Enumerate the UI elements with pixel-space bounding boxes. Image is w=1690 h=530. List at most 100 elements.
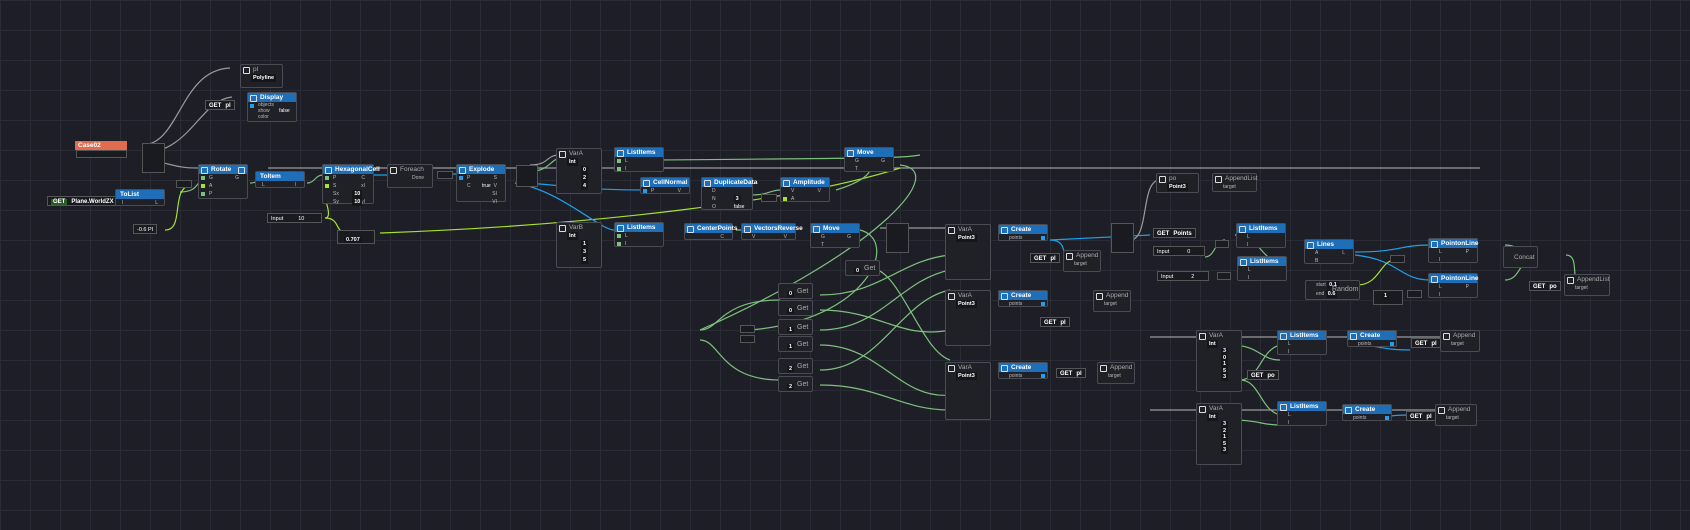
angle-input[interactable]: -0.6 PI [133,224,158,234]
reroute-node[interactable] [437,171,453,179]
concat-node[interactable]: Concat [1503,246,1538,268]
centerpoints-node[interactable]: CenterPoints C [684,223,737,240]
case-switch-node[interactable] [142,143,165,173]
reroute-node[interactable] [1407,290,1422,298]
reroute-node[interactable] [176,180,192,188]
switch-node[interactable] [1111,223,1134,253]
reroute-node[interactable] [740,335,755,343]
node-title: ListItems [627,149,656,156]
listitems-node[interactable]: ListItems L I [614,147,664,172]
pl-variable-node[interactable]: pl Polyline [240,64,283,88]
type-select[interactable]: Point3 [956,300,977,308]
node-icon [250,95,257,102]
type-select[interactable]: Int [1207,413,1218,421]
node-title: VarA [958,364,972,371]
reroute-node[interactable] [740,325,755,333]
vara-int-node[interactable]: VarA Int 3 2 1 5 3 [1196,403,1242,465]
reroute-node[interactable] [1390,255,1405,263]
switch-node[interactable] [886,223,909,253]
vara-point3-node[interactable]: VarA Point3 [945,224,991,280]
listitems-node[interactable]: ListItems L I [614,222,664,247]
vara-point3-node[interactable]: VarA Point3 [945,362,991,420]
type-select[interactable]: Point3 [956,234,977,242]
vara-int-node[interactable]: VarA Int 3 0 1 5 3 [1196,330,1242,392]
case-node[interactable]: Case02 [75,141,127,150]
vara-point3-node[interactable]: VarA Point3 [945,290,991,346]
reroute-node[interactable] [1215,240,1229,248]
random-node[interactable]: start 0.1 end 0.6 Random [1305,280,1360,300]
reroute-node[interactable] [1217,272,1231,280]
type-select[interactable]: Point3 [956,372,977,380]
type-select[interactable]: Int [567,158,578,166]
number-node[interactable]: 1 [1373,290,1403,305]
type-select[interactable]: Polyline [251,74,277,82]
number-node[interactable]: 0.707 [337,230,375,244]
varb-int-node[interactable]: VarB Int 1 3 5 [556,222,602,268]
node-title: Append [1110,364,1133,371]
reroute-node[interactable] [761,194,777,202]
type-select[interactable]: Point3 [1167,183,1188,191]
display-node[interactable]: Display objects show false color [247,92,297,122]
node-icon [459,167,466,174]
type-select[interactable]: Int [1207,340,1218,348]
switch-node[interactable] [516,165,538,187]
vara-int-node[interactable]: VarA Int 0 2 4 [556,148,602,194]
node-icon [201,167,208,174]
node-title: VarA [1209,405,1223,412]
node-title: VarA [1209,332,1223,339]
type-select[interactable]: Int [567,232,578,240]
foreach-node[interactable]: Foreach Done [387,164,433,188]
